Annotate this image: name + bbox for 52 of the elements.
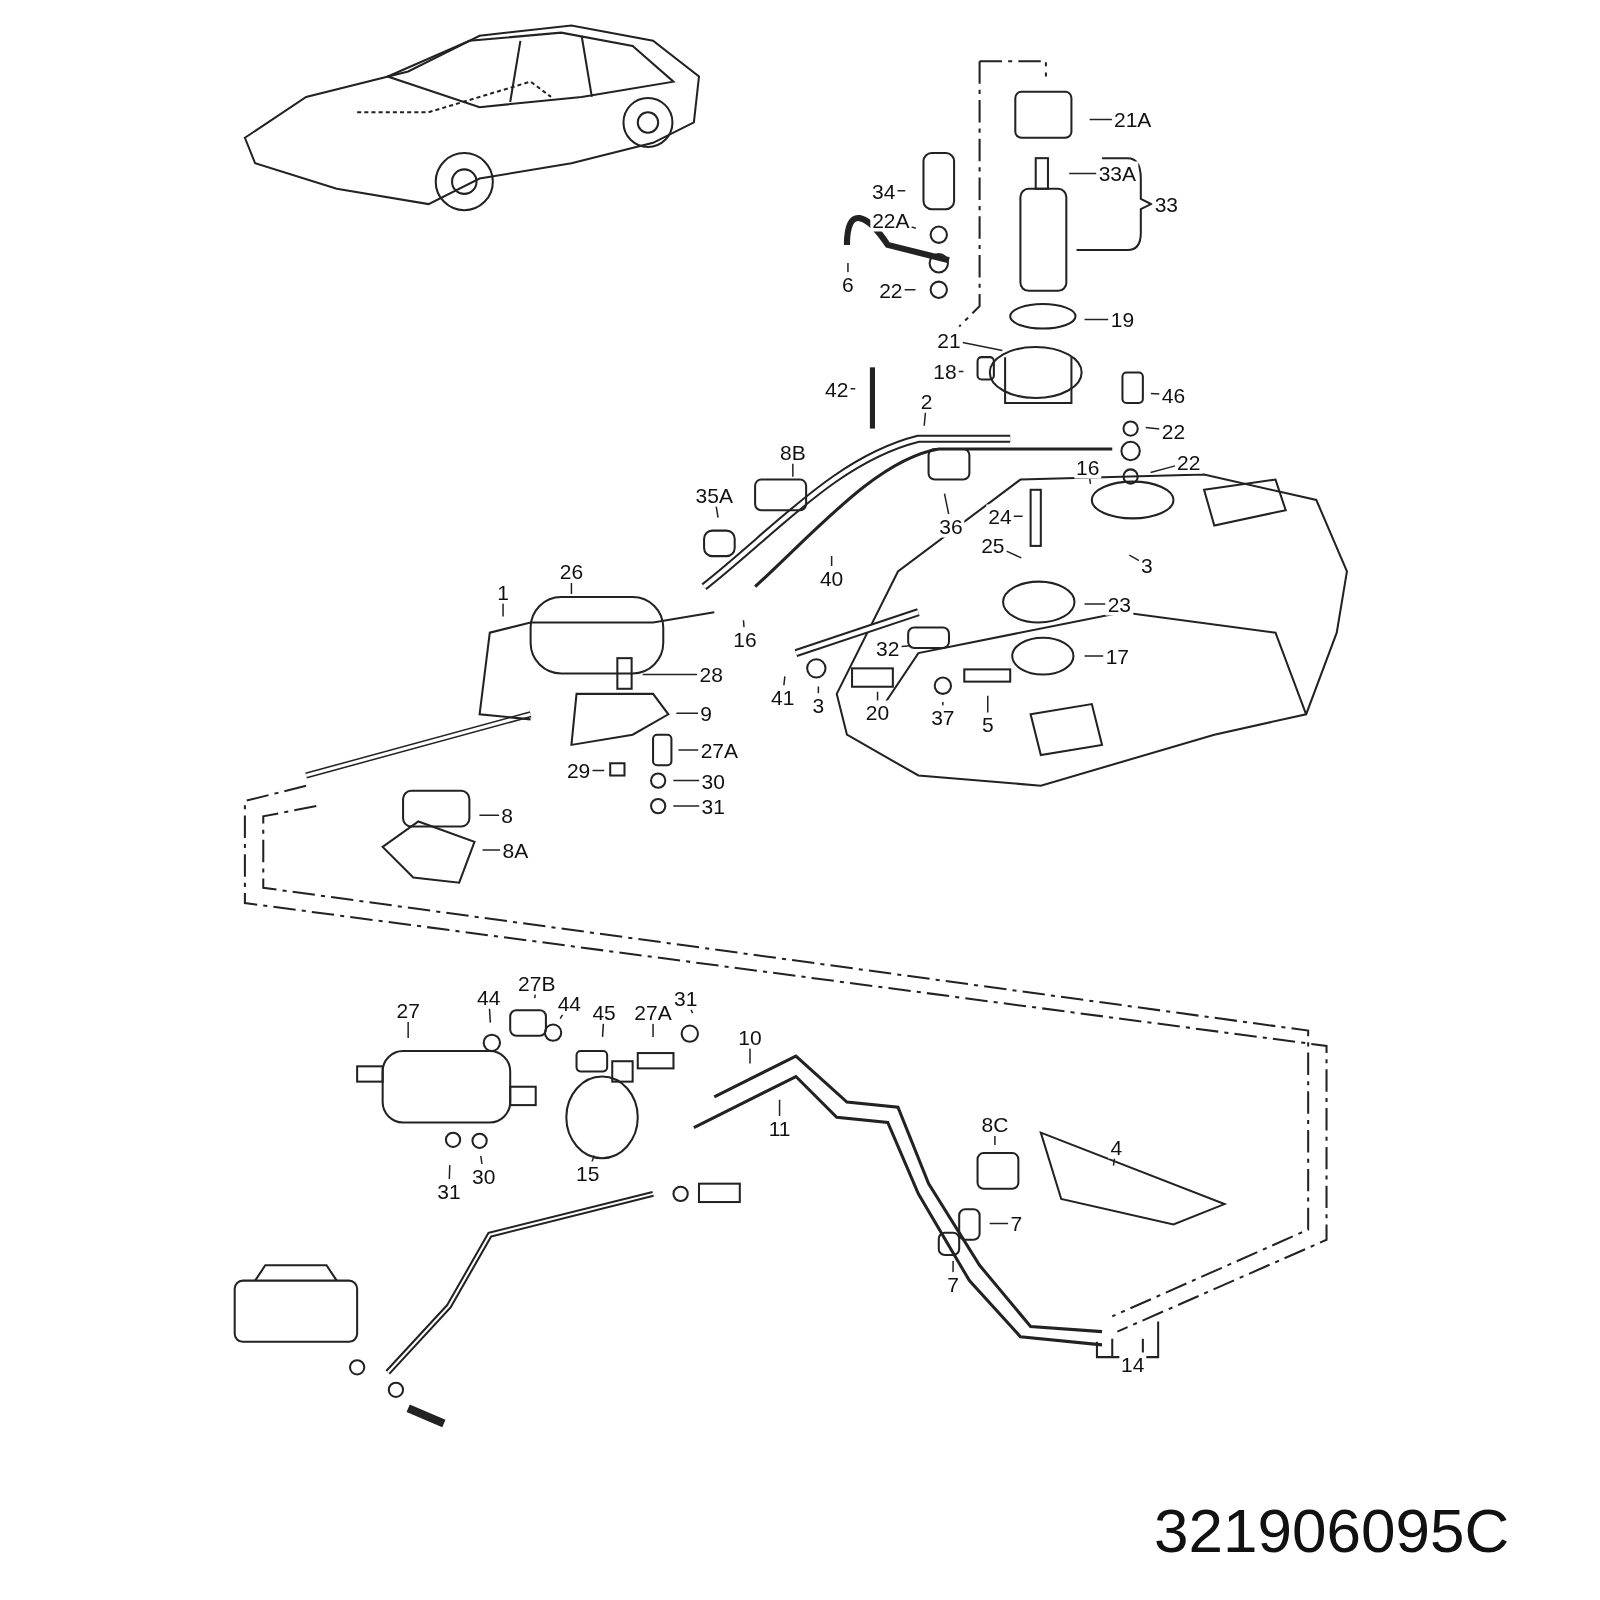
leader-line: [1088, 118, 1113, 121]
leader-line: [591, 1154, 595, 1163]
leader-line: [943, 492, 950, 515]
leader-line: [652, 1023, 654, 1038]
leader-line: [778, 1099, 781, 1117]
leader-line: [1112, 1157, 1116, 1167]
leader-line: [847, 262, 849, 273]
leader-line: [900, 644, 912, 648]
leader-line: [502, 602, 504, 618]
leader-line: [641, 673, 699, 676]
leader-line: [961, 341, 1004, 352]
leader-line: [923, 411, 927, 427]
leader-line: [1083, 655, 1105, 657]
leader-line: [677, 749, 700, 751]
leader-line: [1068, 172, 1098, 175]
leader-line: [987, 695, 989, 714]
leader-line: [675, 712, 699, 714]
leader-line: [952, 1260, 954, 1273]
leader-line: [488, 1007, 492, 1024]
leader-line: [601, 1023, 605, 1038]
callout-number: 36: [937, 514, 965, 537]
leader-line: [749, 1047, 751, 1065]
leader-line: [910, 226, 917, 229]
leader-line: [1144, 426, 1161, 430]
leader-line: [957, 370, 965, 373]
leader-line: [1005, 550, 1023, 559]
leader-line: [1083, 318, 1110, 321]
leader-line: [994, 1135, 996, 1146]
leader-line: [1128, 554, 1140, 562]
leader-line: [1149, 465, 1176, 474]
leader-line: [942, 701, 944, 707]
leader-line: [742, 619, 745, 628]
leader-line: [672, 779, 701, 782]
leader-line: [783, 675, 786, 687]
leader-line: [533, 993, 536, 999]
leader-line: [407, 1020, 409, 1039]
leader-line: [903, 289, 917, 291]
leader-line: [988, 1222, 1010, 1225]
leader-line: [830, 555, 833, 567]
leader-line: [1083, 603, 1107, 605]
leader-line: [448, 1164, 451, 1181]
leader-line: [849, 388, 856, 390]
leader-line: [1088, 478, 1092, 485]
leader-line: [896, 190, 906, 192]
leader-line: [690, 1008, 694, 1014]
leader-line: [480, 1155, 483, 1165]
leader-line: [715, 505, 719, 519]
leader-line: [481, 849, 502, 851]
leader-line: [559, 1013, 564, 1020]
leader-line: [478, 814, 501, 817]
leader-line: [792, 462, 794, 478]
leader-line: [672, 805, 701, 807]
